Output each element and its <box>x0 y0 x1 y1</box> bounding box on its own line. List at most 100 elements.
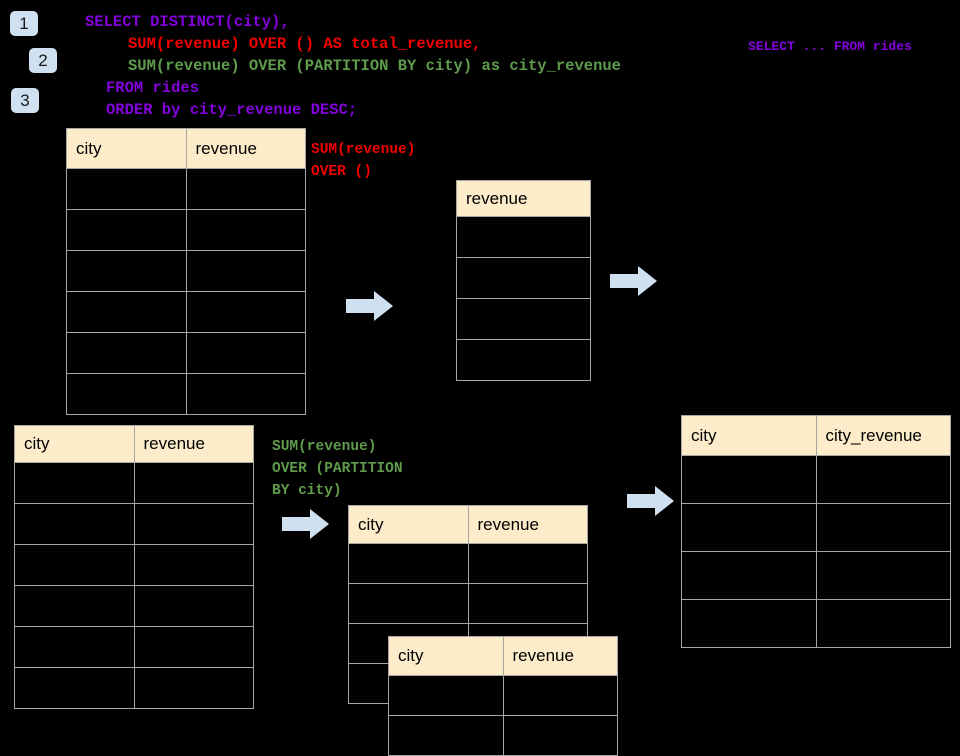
cell-revenue <box>467 583 588 624</box>
table-rides-source-top: city revenue <box>66 128 306 415</box>
cell-revenue <box>185 168 306 210</box>
diagram-canvas: 1 2 3 SELECT DISTINCT(city), SUM(revenue… <box>10 11 951 756</box>
cell-city <box>66 168 187 210</box>
sql-side-note: SELECT ... FROM rides <box>748 39 912 54</box>
table-row <box>388 715 618 756</box>
step-badge-2[interactable]: 2 <box>29 48 57 73</box>
sql-line-sum-over-partition: SUM(revenue) OVER (PARTITION BY city) as… <box>128 57 621 75</box>
table-header-row: city revenue <box>66 128 306 169</box>
cell-revenue <box>467 543 588 584</box>
table-row <box>14 585 254 627</box>
column-header-revenue: revenue <box>502 636 618 676</box>
cell-city <box>66 332 187 374</box>
cell-city <box>388 715 504 756</box>
cell-revenue <box>185 332 306 374</box>
step-badge-3-label: 3 <box>20 91 30 110</box>
cell-city <box>14 626 135 668</box>
cell-revenue <box>133 462 254 504</box>
table-header-row: city revenue <box>14 425 254 463</box>
table-result: city city_revenue <box>681 415 951 648</box>
cell-city-revenue <box>815 503 951 552</box>
cell-city <box>14 503 135 545</box>
cell-city <box>66 291 187 333</box>
column-header-revenue: revenue <box>456 180 591 217</box>
sql-line-from-rides: FROM rides <box>106 79 200 97</box>
table-header-row: city revenue <box>348 505 588 544</box>
column-header-city: city <box>388 636 504 676</box>
cell-city <box>14 667 135 709</box>
sql-line-select-distinct: SELECT DISTINCT(city), <box>85 13 290 31</box>
cell-city <box>681 551 817 600</box>
column-header-city: city <box>66 128 187 169</box>
step-badge-3[interactable]: 3 <box>11 88 39 113</box>
cell-city-revenue <box>815 551 951 600</box>
table-row <box>348 543 588 584</box>
cell-city <box>66 373 187 415</box>
cell-city <box>14 585 135 627</box>
table-row <box>681 503 951 552</box>
table-row <box>456 216 591 258</box>
table-row <box>14 667 254 709</box>
cell-revenue <box>185 250 306 292</box>
table-row <box>66 209 306 251</box>
cell-city <box>66 250 187 292</box>
table-row <box>681 455 951 504</box>
cell-revenue <box>133 585 254 627</box>
table-row <box>66 250 306 292</box>
cell-revenue <box>185 291 306 333</box>
cell-city-revenue <box>815 599 951 648</box>
cell-city <box>681 503 817 552</box>
column-header-revenue: revenue <box>185 128 306 169</box>
cell-city <box>681 455 817 504</box>
table-row <box>66 373 306 415</box>
cell-revenue <box>456 298 591 340</box>
table-header-row: revenue <box>456 180 591 217</box>
annotation-partition-by: SUM(revenue) OVER (PARTITION BY city) <box>272 439 403 499</box>
table-row <box>14 626 254 668</box>
table-row <box>348 583 588 624</box>
step-badge-2-label: 2 <box>38 51 48 70</box>
table-total-revenue: revenue <box>456 180 591 381</box>
table-row <box>681 551 951 600</box>
column-header-city: city <box>14 425 135 463</box>
cell-revenue <box>185 209 306 251</box>
cell-revenue <box>133 503 254 545</box>
cell-revenue <box>456 257 591 299</box>
cell-revenue <box>133 626 254 668</box>
table-row <box>66 332 306 374</box>
cell-revenue <box>133 544 254 586</box>
sql-line-order-by: ORDER by city_revenue DESC; <box>106 101 358 119</box>
cell-revenue <box>185 373 306 415</box>
column-header-city: city <box>348 505 469 544</box>
table-header-row: city revenue <box>388 636 618 676</box>
table-row <box>388 675 618 716</box>
column-header-revenue: revenue <box>467 505 588 544</box>
cell-city-revenue <box>815 455 951 504</box>
table-row <box>66 291 306 333</box>
column-header-city: city <box>681 415 817 456</box>
cell-city <box>348 543 469 584</box>
table-row <box>681 599 951 648</box>
cell-revenue <box>502 675 618 716</box>
column-header-revenue: revenue <box>133 425 254 463</box>
cell-revenue <box>456 216 591 258</box>
table-row <box>14 503 254 545</box>
table-row <box>66 168 306 210</box>
arrow-right-icon <box>346 291 393 321</box>
arrow-right-icon <box>627 486 674 516</box>
table-row <box>456 298 591 340</box>
step-badge-1[interactable]: 1 <box>10 11 38 36</box>
cell-city <box>681 599 817 648</box>
arrow-right-icon <box>610 266 657 296</box>
cell-city <box>14 544 135 586</box>
step-badge-1-label: 1 <box>19 14 29 33</box>
table-row <box>14 462 254 504</box>
sql-line-sum-over-empty: SUM(revenue) OVER () AS total_revenue, <box>128 35 482 53</box>
table-partition-group-b: city revenue <box>388 636 618 756</box>
table-header-row: city city_revenue <box>681 415 951 456</box>
cell-city <box>348 583 469 624</box>
table-rides-source-bottom: city revenue <box>14 425 254 709</box>
cell-city <box>388 675 504 716</box>
table-row <box>456 339 591 381</box>
cell-revenue <box>502 715 618 756</box>
